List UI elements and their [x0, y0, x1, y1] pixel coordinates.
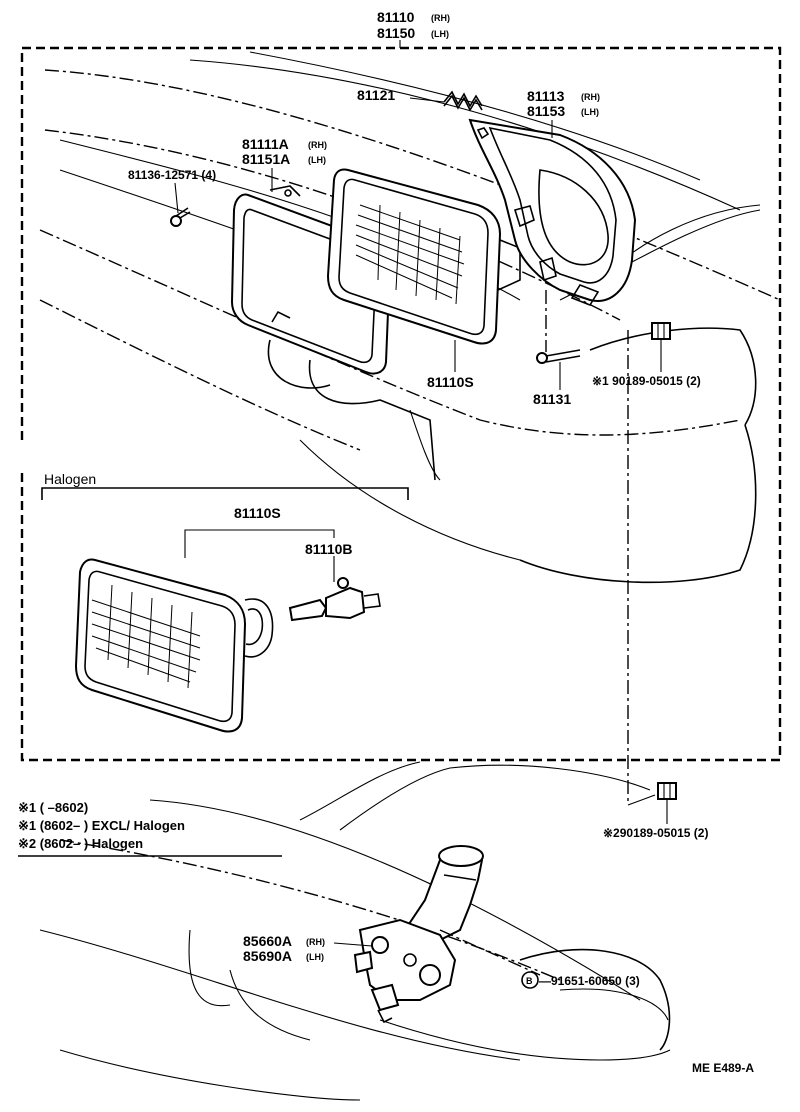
body-outline-lower [39, 761, 671, 1101]
halogen-sealed-beam [74, 558, 274, 733]
label-spring: 81121 [357, 87, 395, 103]
label-assembly: 81110 (RH) 81150 (LH) [377, 9, 450, 41]
halogen-bulb [288, 577, 381, 622]
adjusting-spring [409, 90, 483, 112]
note-1: ※1 ( –8602) [18, 800, 88, 815]
assembly-rh-tag: (RH) [431, 13, 450, 23]
switch-lh-number: 85690A [243, 948, 292, 964]
halogen-bulb-label: 81110B [305, 541, 353, 557]
clip-nut-1 [651, 322, 671, 340]
assembly-lh-tag: (LH) [431, 29, 449, 39]
assembly-boundary [20, 40, 782, 762]
housing-lh-tag: (LH) [581, 107, 599, 117]
rim-lh-number: 81151A [242, 151, 290, 167]
retractor-switch [353, 845, 541, 1024]
switch-rh-number: 85660A [243, 933, 292, 949]
label-housing: 81113 (RH) 81153 (LH) [527, 88, 600, 138]
rim-screw [170, 207, 191, 227]
lens-pattern-halogen [91, 584, 201, 689]
label-adjust-screw: 81131 [533, 391, 571, 407]
housing-rh-tag: (RH) [581, 92, 600, 102]
diagram-code: ME E489-A [692, 1061, 754, 1075]
label-nut-1: ※1 90189-05015 (2) [592, 374, 701, 388]
assembly-lh-number: 81150 [377, 25, 415, 41]
label-rim-screw: 81136-12571 (4) [128, 168, 216, 182]
label-switch: 85660A (RH) 85690A (LH) [243, 933, 373, 964]
housing-rh-number: 81113 [527, 88, 565, 104]
label-bolt: —91651-60650 (3) [539, 974, 640, 988]
bolt-symbol [521, 971, 539, 989]
lens-pattern-upper [355, 204, 465, 305]
rim-rh-number: 81111A [242, 136, 289, 152]
label-rim: 81111A (RH) 81151A (LH) [242, 136, 327, 192]
footnotes: ※1 ( –8602) ※1 (8602– ) EXCL/ Halogen ※2… [18, 800, 282, 857]
switch-rh-tag: (RH) [306, 937, 325, 947]
switch-lh-tag: (LH) [306, 952, 324, 962]
sealed-beam-upper [326, 168, 521, 345]
rim-rh-tag: (RH) [308, 140, 327, 150]
rim-lh-tag: (LH) [308, 155, 326, 165]
halogen-title: Halogen [44, 471, 96, 487]
headlight-housing [468, 118, 637, 306]
assembly-rh-number: 81110 [377, 9, 415, 25]
bolt-letter: B [526, 976, 533, 986]
halogen-box [41, 487, 409, 500]
clip-nut-2 [657, 782, 677, 800]
label-nut-2: ※290189-05015 (2) [603, 826, 708, 840]
halogen-leaders [184, 529, 335, 582]
adjusting-screw [536, 290, 581, 364]
housing-lh-number: 81153 [527, 103, 565, 119]
note-2: ※1 (8602– ) EXCL/ Halogen [18, 818, 185, 833]
note-3: ※2 (8602– ) Halogen [18, 836, 143, 851]
halogen-unit-label: 81110S [234, 505, 281, 521]
label-sealed-beam: 81110S [427, 374, 474, 390]
